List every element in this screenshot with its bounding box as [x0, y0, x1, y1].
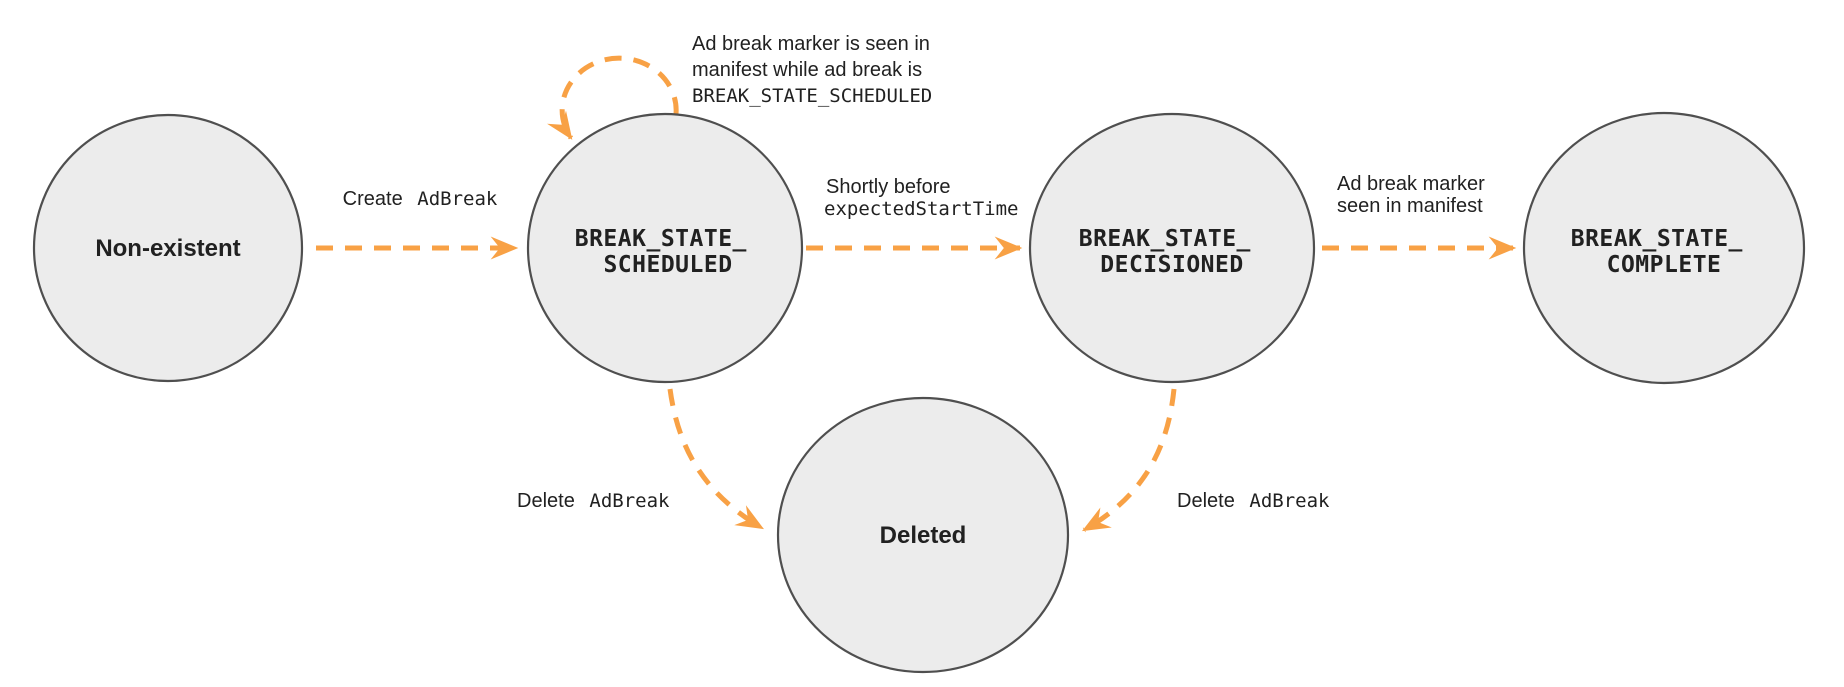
state-decisioned-node [1028, 112, 1316, 384]
state-deleted-node [776, 396, 1070, 674]
transition-delete-decisioned-label: Delete AdBreak [1177, 490, 1330, 512]
state-non-existent: Non-existent [32, 113, 304, 383]
transition-self-loop-label-code: BREAK_STATE_SCHEDULED [692, 85, 932, 107]
transition-marker-while-scheduled: Ad break marker is seen in manifest whil… [547, 33, 932, 140]
state-decisioned-label-line2: DECISIONED [1100, 252, 1243, 278]
state-non-existent-label: Non-existent [95, 235, 240, 262]
transition-delete-from-scheduled: Delete AdBreak [517, 388, 764, 531]
transition-marker-seen-label-line2: seen in manifest [1337, 195, 1483, 217]
state-break-state-complete: BREAK_STATE_ COMPLETE [1522, 111, 1806, 385]
transition-delete-scheduled-arrow [667, 388, 764, 531]
transition-delete-scheduled-label: Delete AdBreak [517, 490, 670, 512]
transition-create-adbreak-label: Create AdBreak [343, 188, 498, 210]
transition-delete-from-decisioned: Delete AdBreak [1081, 388, 1330, 533]
state-scheduled-label: BREAK_STATE_ SCHEDULED [575, 226, 762, 278]
state-decisioned-label: BREAK_STATE_ DECISIONED [1079, 226, 1266, 278]
label-text: Delete [1177, 490, 1235, 512]
transition-shortly-before-label-line1: Shortly before [826, 176, 951, 198]
state-complete-label: BREAK_STATE_ COMPLETE [1571, 226, 1758, 278]
transition-shortly-before: Shortly before expectedStartTime [806, 176, 1023, 260]
state-scheduled-label-line2: SCHEDULED [603, 252, 732, 278]
transition-self-loop-label-line1: Ad break marker is seen in [692, 33, 930, 55]
label-text: Create [343, 188, 403, 210]
state-break-state-scheduled: BREAK_STATE_ SCHEDULED [526, 112, 804, 384]
transition-self-loop-arrow [547, 55, 679, 140]
transition-marker-seen: Ad break marker seen in manifest [1322, 173, 1517, 260]
state-scheduled-node [526, 112, 804, 384]
transition-create-adbreak: Create AdBreak [316, 188, 519, 260]
state-scheduled-label-line1: BREAK_STATE_ [575, 226, 747, 252]
state-decisioned-label-line1: BREAK_STATE_ [1079, 226, 1251, 252]
state-non-existent-node [32, 113, 304, 383]
state-deleted-label: Deleted [880, 522, 967, 549]
transition-self-loop-label-line2: manifest while ad break is [692, 59, 922, 81]
label-code: AdBreak [589, 490, 670, 512]
transition-marker-seen-label-line1: Ad break marker [1337, 173, 1485, 195]
state-complete-label-line2: COMPLETE [1607, 252, 1722, 278]
state-deleted: Deleted [776, 396, 1070, 674]
state-complete-node [1522, 111, 1806, 385]
transition-shortly-before-label-code: expectedStartTime [824, 198, 1018, 220]
state-break-state-decisioned: BREAK_STATE_ DECISIONED [1028, 112, 1316, 384]
transition-delete-decisioned-arrow [1081, 388, 1177, 533]
state-complete-label-line1: BREAK_STATE_ [1571, 226, 1743, 252]
label-code: AdBreak [1249, 490, 1330, 512]
label-code: AdBreak [417, 188, 498, 210]
label-text: Delete [517, 490, 575, 512]
